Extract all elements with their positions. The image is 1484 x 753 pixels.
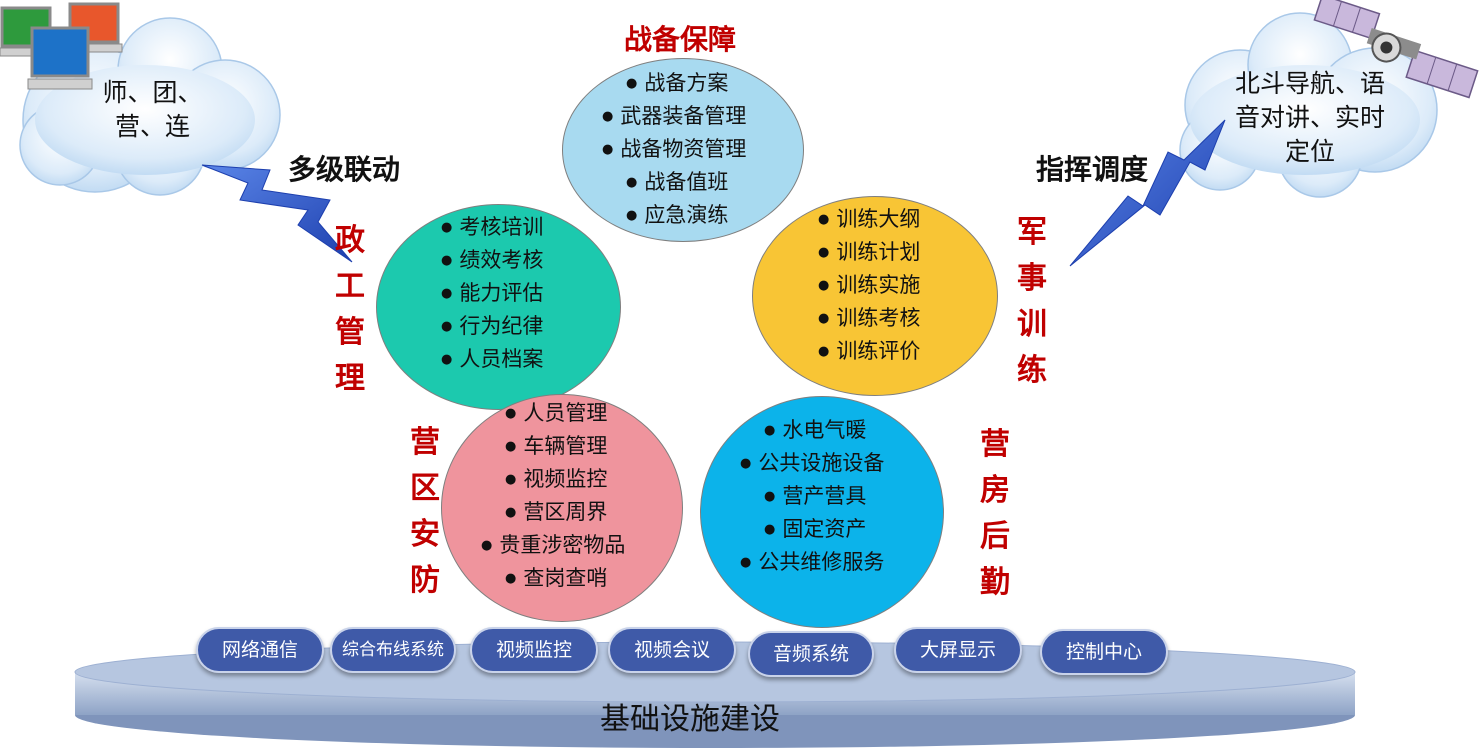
training-items: 训练大纲 训练计划 训练实施 训练考核 训练评价 (818, 203, 920, 368)
list-item: 训练大纲 (818, 203, 920, 236)
list-item: 人员管理 (505, 397, 625, 430)
command-label: 指挥调度 (1036, 153, 1149, 186)
list-item: 训练考核 (818, 302, 920, 335)
pill-control-center: 控制中心 (1040, 629, 1168, 675)
left-cloud-line: 师、团、 (102, 78, 203, 107)
training-title-text: 军事训练 (1017, 215, 1047, 388)
pill-video-conference: 视频会议 (608, 627, 736, 673)
list-item: 战备值班 (626, 166, 746, 199)
infrastructure-title: 基础设施建设 (600, 702, 780, 737)
list-item: 营产营具 (764, 480, 884, 513)
security-items: 人员管理 车辆管理 视频监控 营区周界 贵重涉密物品 查岗查哨 (481, 397, 625, 595)
readiness-items: 战备方案 武器装备管理 战备物资管理 战备值班 应急演练 (602, 67, 746, 232)
satellite-icon (1313, 0, 1479, 99)
list-item: 应急演练 (626, 199, 746, 232)
list-item: 固定资产 (764, 513, 884, 546)
list-item: 车辆管理 (505, 430, 625, 463)
pill-big-screen: 大屏显示 (894, 627, 1022, 673)
political-items: 考核培训 绩效考核 能力评估 行为纪律 人员档案 (441, 211, 543, 376)
list-item: 人员档案 (441, 343, 543, 376)
monitor-orange-icon (67, 2, 123, 53)
list-item: 营区周界 (505, 496, 625, 529)
list-item: 武器装备管理 (602, 100, 746, 133)
readiness-title: 战备保障 (624, 23, 737, 56)
list-item: 行为纪律 (441, 310, 543, 343)
left-lightning-bolt (201, 164, 353, 263)
logistics-title-text: 营房后勤 (980, 427, 1010, 600)
computers-icon (0, 2, 123, 90)
logistics-items: 水电气暖 公共设施设备 营产营具 固定资产 公共维修服务 (740, 414, 884, 579)
pill-audio: 音频系统 (748, 631, 874, 677)
list-item: 考核培训 (441, 211, 543, 244)
list-item: 绩效考核 (441, 244, 543, 277)
security-title-text: 营区安防 (410, 425, 440, 598)
list-item: 查岗查哨 (505, 562, 625, 595)
political-title: 政工管理 (330, 218, 370, 402)
list-item: 公共维修服务 (740, 546, 884, 579)
pill-network: 网络通信 (196, 627, 324, 673)
list-item: 视频监控 (505, 463, 625, 496)
monitor-blue-icon (27, 26, 93, 90)
right-cloud (1179, 12, 1438, 198)
right-cloud-text: 北斗导航、语 音对讲、实时 定位 (1215, 67, 1405, 169)
list-item: 训练实施 (818, 269, 920, 302)
list-item: 战备物资管理 (602, 133, 746, 166)
list-item: 公共设施设备 (740, 447, 884, 480)
pill-cabling: 综合布线系统 (330, 627, 456, 673)
list-item: 水电气暖 (764, 414, 884, 447)
left-cloud (19, 17, 281, 196)
logistics-title: 营房后勤 (975, 422, 1015, 606)
political-title-text: 政工管理 (335, 223, 365, 396)
security-title: 营区安防 (405, 420, 445, 604)
left-cloud-text: 师、团、 营、连 (60, 76, 245, 144)
right-lightning-bolt (1069, 119, 1226, 267)
training-title: 军事训练 (1012, 210, 1052, 394)
multi-level-label: 多级联动 (288, 153, 401, 186)
right-cloud-line: 定位 (1284, 137, 1335, 166)
left-cloud-line: 营、连 (114, 112, 190, 141)
list-item: 训练评价 (818, 335, 920, 368)
list-item: 贵重涉密物品 (481, 529, 625, 562)
list-item: 能力评估 (441, 277, 543, 310)
right-cloud-line: 音对讲、实时 (1234, 103, 1385, 132)
right-cloud-line: 北斗导航、语 (1234, 69, 1385, 98)
list-item: 战备方案 (626, 67, 746, 100)
pill-video-monitoring: 视频监控 (470, 627, 598, 673)
list-item: 训练计划 (818, 236, 920, 269)
